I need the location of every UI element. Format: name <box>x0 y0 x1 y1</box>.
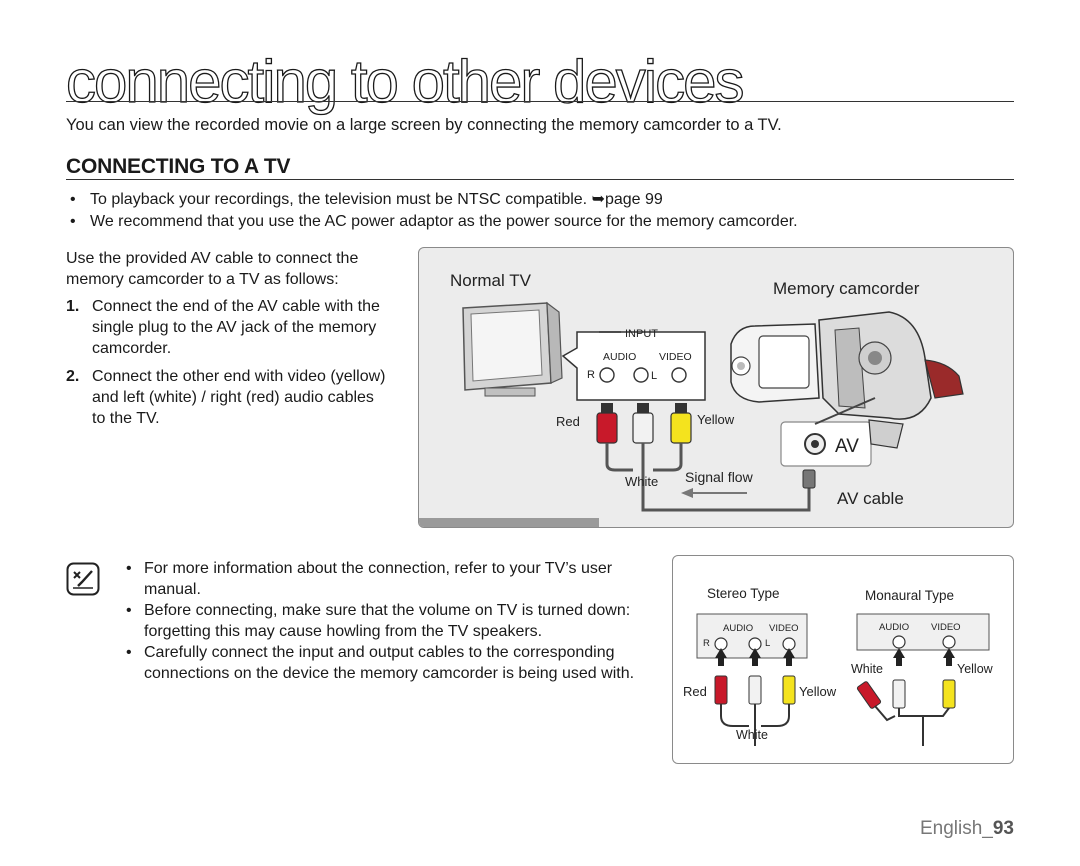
stereo-r-label: R <box>703 638 710 649</box>
bullet-item: To playback your recordings, the televis… <box>66 189 1016 211</box>
stereo-arrows <box>715 648 795 666</box>
mono-audio-label: AUDIO <box>879 622 909 633</box>
step-item: 2. Connect the other end with video (yell… <box>66 366 386 429</box>
jack-r <box>599 367 615 383</box>
tv-icon <box>462 301 563 397</box>
white-label: White <box>625 474 658 489</box>
normal-tv-label: Normal TV <box>450 271 532 290</box>
stereo-plugs <box>714 675 796 705</box>
memory-camcorder-label: Memory camcorder <box>773 279 920 298</box>
step-item: 1. Connect the end of the AV cable with t… <box>66 296 386 359</box>
monaural-panel: AUDIO VIDEO <box>856 613 990 651</box>
jack-l <box>633 367 649 383</box>
mono-arrows <box>893 648 955 666</box>
step-text: Connect the end of the AV cable with the… <box>92 298 380 357</box>
intro-text: You can view the recorded movie on a lar… <box>66 116 782 134</box>
page-title: connecting to other devices <box>65 48 745 115</box>
connection-diagram-svg: Normal TV Memory camcorder INPUT AUDIO V… <box>419 271 964 527</box>
stereo-audio-label: AUDIO <box>723 623 753 634</box>
section-rule <box>66 179 1014 180</box>
panel-shadow <box>419 518 599 527</box>
mono-white-label: White <box>851 662 883 676</box>
video-label: VIDEO <box>659 351 692 363</box>
av-jack-callout: AV <box>780 421 872 467</box>
stereo-l-label: L <box>765 638 770 649</box>
title-rule <box>66 101 1014 102</box>
page-footer: English_93 <box>920 818 1014 840</box>
footer-page-number: 93 <box>992 818 1014 839</box>
note-item: For more information about the connectio… <box>126 558 666 600</box>
l-label: L <box>651 370 657 382</box>
camcorder-icon <box>730 311 964 449</box>
step-number: 2. <box>66 368 80 385</box>
input-type-svg: Stereo Type Monaural Type AUDIO VIDEO R … <box>683 586 994 746</box>
lead-text: Use the provided AV cable to connect the… <box>66 250 359 288</box>
note-check-icon <box>66 562 100 596</box>
connection-diagram: Normal TV Memory camcorder INPUT AUDIO V… <box>418 247 1014 528</box>
stereo-white-label: White <box>736 728 768 742</box>
note-item: Carefully connect the input and output c… <box>126 642 666 684</box>
signal-flow-label: Signal flow <box>685 469 754 485</box>
mono-video-label: VIDEO <box>931 622 961 633</box>
yellow-label: Yellow <box>697 412 735 427</box>
stereo-type-label: Stereo Type <box>707 586 780 601</box>
note-list: For more information about the connectio… <box>126 558 666 684</box>
mono-yellow-label: Yellow <box>957 662 994 676</box>
step-text: Connect the other end with video (yellow… <box>92 368 386 427</box>
av-label: AV <box>835 436 859 457</box>
monaural-type-label: Monaural Type <box>865 588 954 603</box>
audio-label: AUDIO <box>603 351 636 363</box>
red-plug <box>596 403 618 444</box>
input-label: INPUT <box>625 328 658 340</box>
note-item: Before connecting, make sure that the vo… <box>126 600 666 642</box>
stereo-red-label: Red <box>683 684 707 699</box>
r-label: R <box>587 369 595 381</box>
mono-plugs <box>856 679 956 709</box>
av-cable-label: AV cable <box>837 489 904 508</box>
bullet-list: To playback your recordings, the televis… <box>66 189 1016 233</box>
footer-language: English_ <box>919 818 993 839</box>
stereo-yellow-label: Yellow <box>799 684 837 699</box>
step-number: 1. <box>66 298 80 315</box>
input-type-diagram: Stereo Type Monaural Type AUDIO VIDEO R … <box>672 555 1014 764</box>
white-plug <box>632 403 654 444</box>
section-heading: CONNECTING TO A TV <box>66 155 291 178</box>
step-list: 1. Connect the end of the AV cable with t… <box>66 296 386 436</box>
yellow-plug <box>670 403 692 444</box>
bullet-item: We recommend that you use the AC power a… <box>66 211 1016 233</box>
arrow-right-icon <box>681 488 747 498</box>
red-label: Red <box>556 414 580 429</box>
av-plug <box>802 469 816 489</box>
stereo-video-label: VIDEO <box>769 623 799 634</box>
jack-video <box>671 367 687 383</box>
tv-input-panel: INPUT AUDIO VIDEO R L <box>561 328 706 401</box>
